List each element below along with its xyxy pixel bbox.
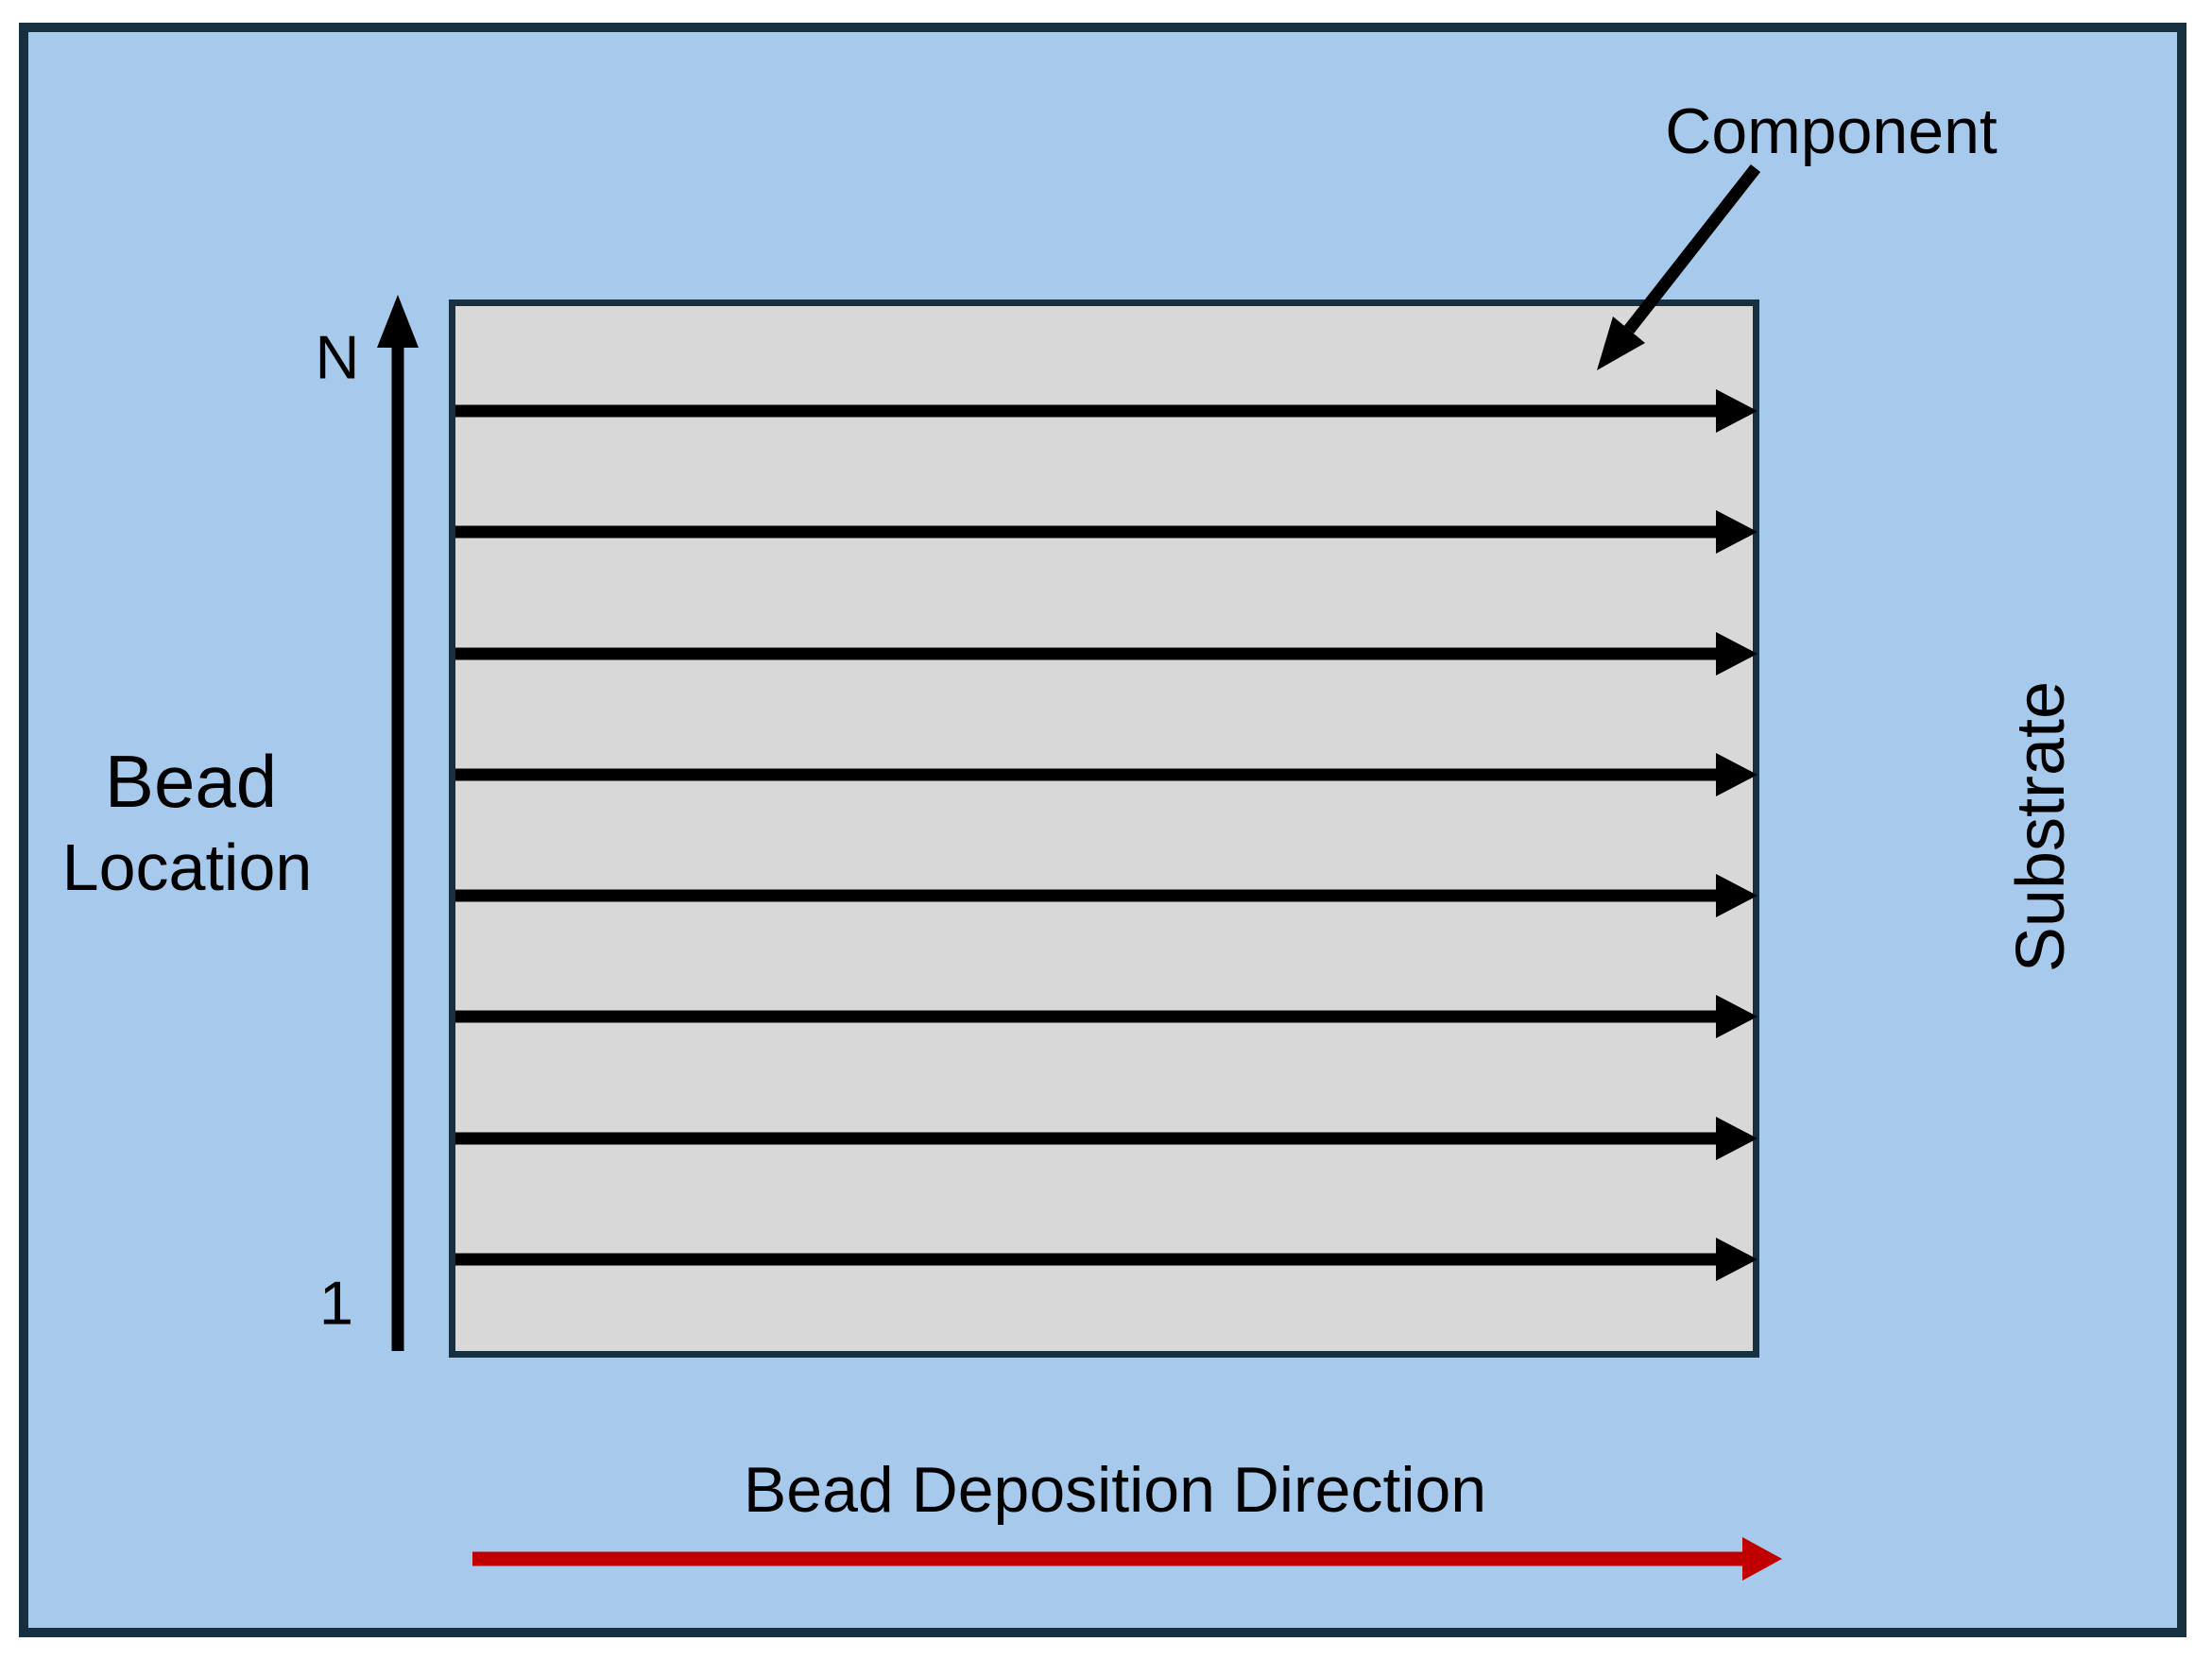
bead-arrow-head xyxy=(1716,632,1758,676)
deposition-direction-label: Bead Deposition Direction xyxy=(743,1454,1487,1526)
bead-location-axis-arrow xyxy=(377,295,419,1351)
bead-arrow-head xyxy=(1716,1117,1758,1160)
deposition-direction-arrow xyxy=(472,1537,1782,1581)
bead-arrow-head xyxy=(1716,510,1758,554)
bead-arrow-head xyxy=(1716,1238,1758,1281)
bead-arrow-head xyxy=(1716,389,1758,433)
bead-arrow-head xyxy=(1716,995,1758,1038)
bead-location-title-line1: Bead xyxy=(104,740,278,823)
bead-axis-n-label: N xyxy=(315,322,360,392)
bead-path-arrows xyxy=(455,389,1758,1281)
bead-arrow-head xyxy=(1716,874,1758,917)
component-pointer-arrow xyxy=(1597,163,1761,370)
component-rect xyxy=(449,299,1759,1358)
bead-axis-1-label: 1 xyxy=(318,1268,354,1338)
bead-location-title-line2: Location xyxy=(61,830,313,904)
bead-arrow-head xyxy=(1716,753,1758,796)
substrate-label: Substrate xyxy=(2003,680,2079,973)
component-label: Component xyxy=(1665,95,1998,167)
